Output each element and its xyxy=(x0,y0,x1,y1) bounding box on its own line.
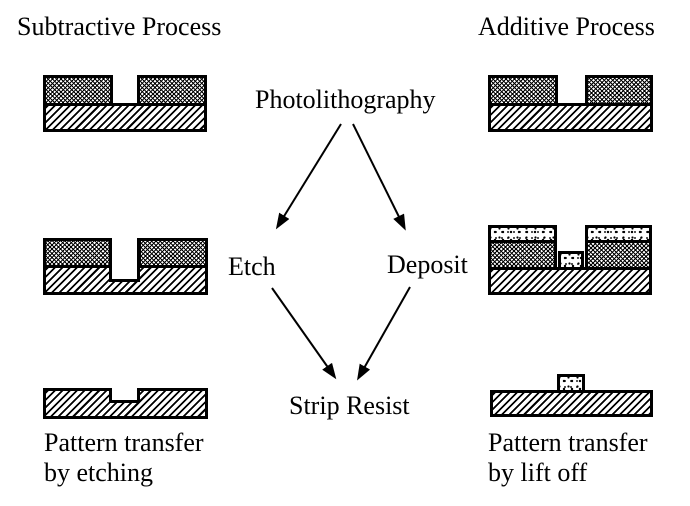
substrate-layer xyxy=(43,103,207,132)
arrow-deposit-to-strip-resist xyxy=(357,286,411,381)
deposit-node: Deposit xyxy=(387,250,468,279)
photolithography-node: Photolithography xyxy=(255,85,436,114)
etched-trench xyxy=(109,238,140,282)
right-caption-line2: by lift off xyxy=(488,458,588,487)
resist-layer xyxy=(488,75,558,106)
resist-layer xyxy=(43,75,113,106)
strip-resist-node: Strip Resist xyxy=(289,391,410,420)
right-caption-line1: Pattern transfer xyxy=(488,428,648,457)
left-caption-line2: by etching xyxy=(44,458,154,487)
left-caption: Pattern transfer by etching xyxy=(44,428,204,488)
substrate-layer xyxy=(490,390,653,417)
right-caption: Pattern transfer by lift off xyxy=(488,428,648,488)
additive-process-title: Additive Process xyxy=(478,12,655,41)
resist-layer xyxy=(585,240,652,270)
resist-layer xyxy=(137,75,207,106)
arrow-photolithography-to-deposit xyxy=(352,123,406,231)
arrow-photolithography-to-etch xyxy=(275,123,342,230)
substrate-layer xyxy=(488,103,653,132)
etch-node: Etch xyxy=(228,252,276,281)
subtractive-process-title: Subtractive Process xyxy=(17,12,222,41)
resist-layer xyxy=(488,240,557,270)
substrate-layer xyxy=(488,267,652,295)
arrow-etch-to-strip-resist xyxy=(271,287,337,380)
resist-layer xyxy=(585,75,653,106)
deposit-in-gap xyxy=(558,251,584,270)
etched-trench xyxy=(109,388,140,403)
resist-layer xyxy=(138,238,208,268)
left-caption-line1: Pattern transfer xyxy=(44,428,204,457)
resist-layer xyxy=(43,238,112,268)
